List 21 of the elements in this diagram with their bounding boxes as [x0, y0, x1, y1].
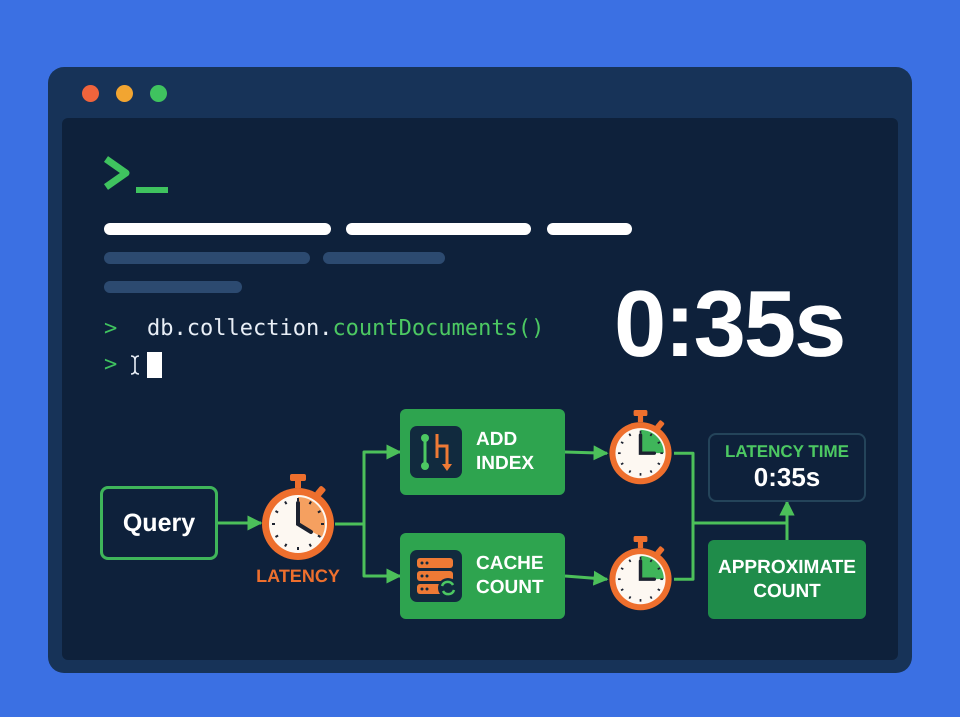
process-box [708, 540, 866, 619]
process-box [100, 486, 218, 560]
node-label: ADD INDEX [476, 428, 536, 476]
node-label: Query [122, 508, 196, 538]
node-label: 0:35s [754, 462, 820, 493]
prompt-symbol: > [104, 352, 118, 377]
command-text: db.collection.countDocuments() [147, 316, 544, 341]
arrow [335, 522, 402, 584]
node-label: CACHE COUNT [476, 552, 545, 600]
arrow [780, 500, 794, 540]
arrow [564, 570, 608, 586]
node-label: APPROXIMATE COUNT [717, 556, 857, 604]
timer-text: 0:35s [614, 277, 844, 371]
arrow [218, 516, 262, 530]
node-caption: LATENCY [255, 566, 341, 587]
process-box [708, 433, 866, 502]
arrow [564, 445, 608, 460]
prompt-symbol: > [104, 316, 118, 341]
process-box [400, 533, 565, 619]
node-label: LATENCY TIME [724, 442, 850, 462]
process-box [400, 409, 565, 495]
